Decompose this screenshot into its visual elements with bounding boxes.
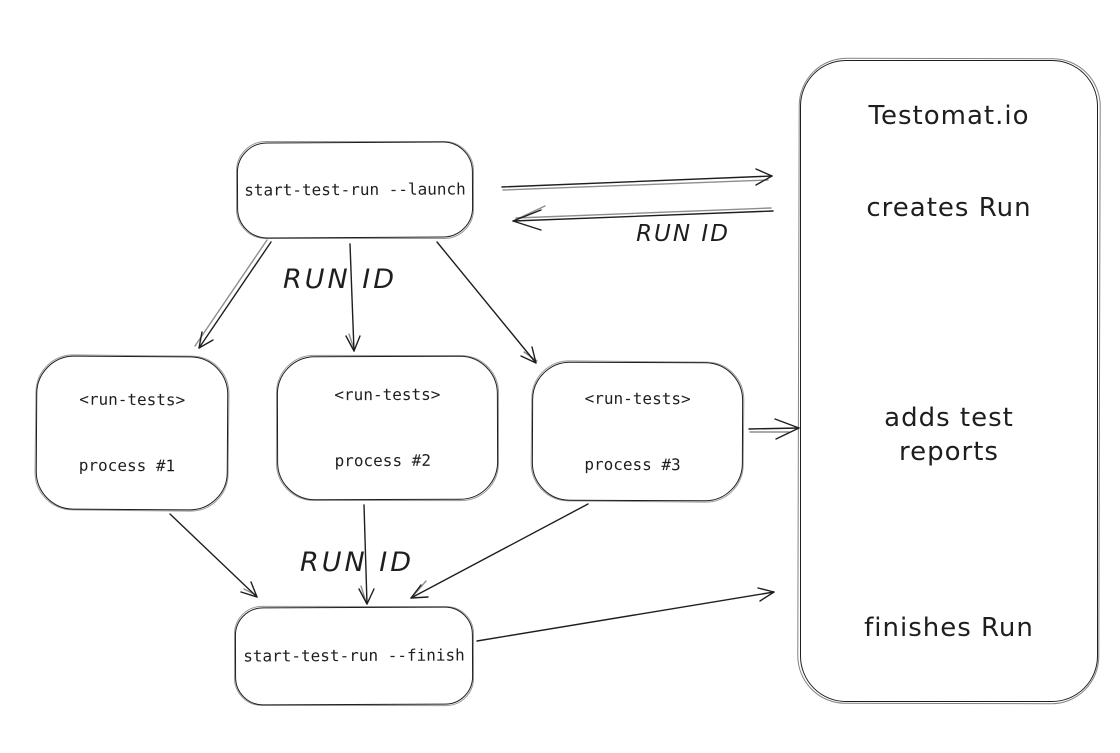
edge-label-run-id-fanout: RUN ID [282,264,398,295]
panel-step-adds-test-reports: adds test reports [884,403,1014,467]
node-process1-label: <run-tests> process #1 [78,389,186,476]
node-launch-label: start-test-run --launch [244,179,466,200]
node-run-tests-process-1: <run-tests> process #1 [35,355,229,511]
arrow-launch-to-process1 [194,239,272,349]
edge-label-run-id-return: RUN ID [636,221,730,247]
arrow-process2-to-finish [358,504,375,605]
node-process2-label: <run-tests> process #2 [334,384,441,471]
node-start-test-run-launch: start-test-run --launch [236,141,474,239]
arrow-process1-to-finish [169,513,258,598]
arrow-testomat-to-launch-run-id [512,205,774,231]
arrow-launch-to-process3 [436,241,538,364]
edge-label-run-id-collect: RUN ID [299,547,415,578]
node-start-test-run-finish: start-test-run --finish [234,606,474,706]
node-process3-label: <run-tests> process #3 [584,388,691,474]
node-run-tests-process-2: <run-tests> process #2 [276,355,499,501]
panel-step-creates-run: creates Run [866,193,1032,223]
testomat-panel: Testomat.io creates Run adds test report… [800,60,1098,702]
arrow-process3-to-finish [410,503,589,599]
testomat-panel-title: Testomat.io [868,101,1030,131]
node-run-tests-process-3: <run-tests> process #3 [531,361,744,502]
arrow-launch-to-testomat [501,168,773,191]
arrow-launch-to-process2 [345,243,361,352]
arrow-finish-to-testomat [476,587,775,642]
node-finish-label: start-test-run --finish [243,645,465,666]
arrow-process3-to-testomat [748,418,800,440]
panel-step-finishes-run: finishes Run [864,613,1034,643]
